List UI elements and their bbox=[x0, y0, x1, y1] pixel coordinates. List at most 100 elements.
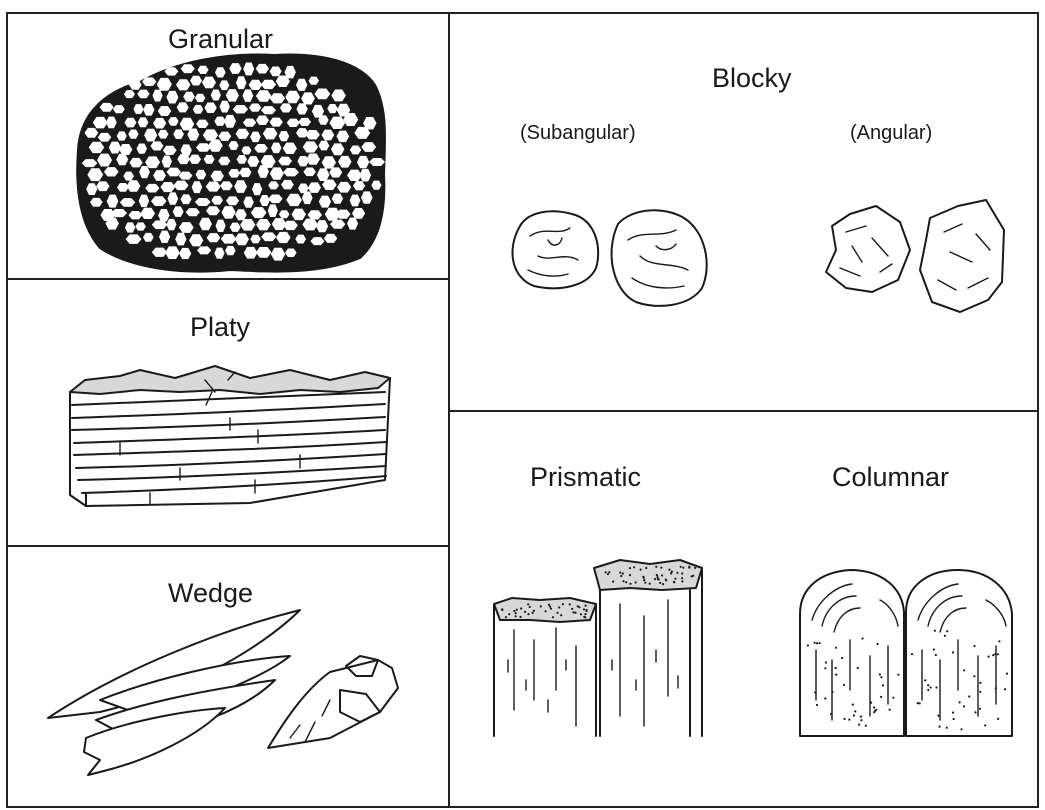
texture-dot bbox=[622, 580, 624, 582]
texture-dot bbox=[852, 704, 854, 706]
texture-dot bbox=[857, 667, 859, 669]
texture-dot bbox=[873, 711, 875, 713]
texture-dot bbox=[963, 705, 965, 707]
texture-dot bbox=[586, 610, 588, 612]
texture-dot bbox=[995, 687, 997, 689]
texture-dot bbox=[911, 653, 913, 655]
texture-dot bbox=[658, 578, 660, 580]
texture-dot bbox=[540, 605, 542, 607]
texture-dot bbox=[870, 702, 872, 704]
texture-dot bbox=[933, 648, 935, 650]
texture-dot bbox=[1006, 673, 1008, 675]
texture-dot bbox=[629, 567, 631, 569]
texture-dot bbox=[515, 612, 517, 614]
texture-dot bbox=[662, 583, 664, 585]
texture-dot bbox=[935, 686, 937, 688]
texture-dot bbox=[979, 691, 981, 693]
texture-dot bbox=[692, 575, 694, 577]
texture-dot bbox=[984, 724, 986, 726]
texture-dot bbox=[680, 566, 682, 568]
texture-dot bbox=[645, 567, 647, 569]
texture-dot bbox=[861, 637, 863, 639]
texture-dot bbox=[620, 575, 622, 577]
texture-dot bbox=[527, 613, 529, 615]
texture-dot bbox=[681, 572, 683, 574]
texture-dot bbox=[659, 582, 661, 584]
texture-dot bbox=[660, 567, 662, 569]
texture-dot bbox=[858, 724, 860, 726]
granular-illustration bbox=[77, 54, 385, 271]
texture-dot bbox=[635, 581, 637, 583]
texture-dot bbox=[973, 675, 975, 677]
texture-dot bbox=[524, 611, 526, 613]
texture-dot bbox=[629, 574, 631, 576]
texture-dot bbox=[655, 566, 657, 568]
texture-dot bbox=[682, 567, 684, 569]
texture-dot bbox=[501, 609, 503, 611]
wedge-illustration bbox=[48, 610, 398, 775]
texture-dot bbox=[917, 702, 919, 704]
texture-dot bbox=[889, 709, 891, 711]
texture-dot bbox=[585, 605, 587, 607]
texture-dot bbox=[831, 691, 833, 693]
texture-dot bbox=[935, 654, 937, 656]
texture-dot bbox=[505, 616, 507, 618]
texture-dot bbox=[824, 697, 826, 699]
texture-dot bbox=[994, 653, 996, 655]
texture-dot bbox=[814, 692, 816, 694]
texture-dot bbox=[649, 583, 651, 585]
texture-dot bbox=[979, 708, 981, 710]
texture-dot bbox=[548, 604, 550, 606]
texture-dot bbox=[519, 616, 521, 618]
texture-dot bbox=[533, 610, 535, 612]
texture-dot bbox=[583, 608, 585, 610]
texture-dot bbox=[520, 607, 522, 609]
texture-dot bbox=[625, 581, 627, 583]
texture-dot bbox=[657, 576, 659, 578]
texture-dot bbox=[930, 686, 932, 688]
texture-dot bbox=[527, 603, 529, 605]
texture-dot bbox=[515, 615, 517, 617]
texture-dot bbox=[997, 653, 999, 655]
texture-dot bbox=[992, 654, 994, 656]
texture-dot bbox=[959, 701, 961, 703]
texture-dot bbox=[830, 713, 832, 715]
texture-dot bbox=[656, 574, 658, 576]
texture-dot bbox=[937, 715, 939, 717]
texture-dot bbox=[946, 727, 948, 729]
texture-dot bbox=[960, 728, 962, 730]
texture-dot bbox=[529, 606, 531, 608]
texture-dot bbox=[973, 645, 975, 647]
texture-dot bbox=[572, 611, 574, 613]
texture-dot bbox=[860, 716, 862, 718]
texture-dot bbox=[513, 610, 515, 612]
texture-dot bbox=[532, 612, 534, 614]
texture-dot bbox=[946, 630, 948, 632]
texture-dot bbox=[997, 718, 999, 720]
texture-dot bbox=[841, 657, 843, 659]
texture-dot bbox=[854, 710, 856, 712]
texture-dot bbox=[934, 630, 936, 632]
texture-dot bbox=[654, 578, 656, 580]
platy-illustration bbox=[70, 366, 390, 506]
texture-dot bbox=[919, 702, 921, 704]
blocky-angular-illustration bbox=[826, 200, 1004, 312]
texture-dot bbox=[865, 725, 867, 727]
texture-dot bbox=[584, 613, 586, 615]
prismatic-illustration bbox=[494, 560, 702, 736]
texture-dot bbox=[897, 674, 899, 676]
texture-dot bbox=[939, 726, 941, 728]
texture-dot bbox=[814, 642, 816, 644]
texture-dot bbox=[642, 576, 644, 578]
texture-dot bbox=[835, 674, 837, 676]
texture-dot bbox=[880, 696, 882, 698]
texture-dot bbox=[880, 676, 882, 678]
texture-dot bbox=[835, 667, 837, 669]
texture-dot bbox=[516, 609, 518, 611]
texture-dot bbox=[550, 608, 552, 610]
texture-dot bbox=[974, 711, 976, 713]
texture-dot bbox=[694, 567, 696, 569]
texture-dot bbox=[605, 571, 607, 573]
texture-dot bbox=[633, 566, 635, 568]
